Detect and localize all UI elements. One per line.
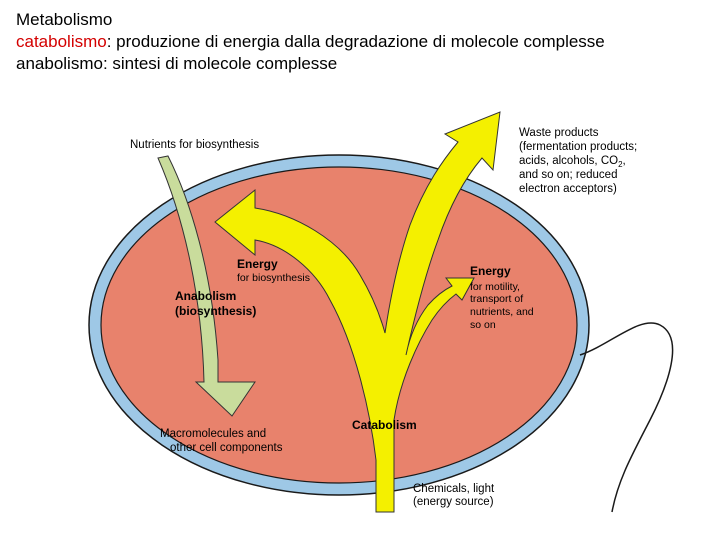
anabolism-biosynthesis-label: (biosynthesis) <box>175 304 256 318</box>
catabolism-arrow <box>214 111 501 513</box>
waste-products-comma: , <box>623 155 626 167</box>
energy-motility-line-3: nutrients, and <box>470 306 534 318</box>
catabolism-term: catabolismo <box>16 32 107 51</box>
waste-products-line-1: Waste products <box>519 127 599 139</box>
flagellum <box>579 322 674 513</box>
macromolecules-line-1: Macromolecules and <box>160 428 266 440</box>
waste-products-line-4: and so on; reduced <box>519 169 617 181</box>
energy-motility-line-4: so on <box>470 319 496 331</box>
waste-products-line-2: (fermentation products; <box>519 141 637 153</box>
energy-biosynthesis-title: Energy <box>237 257 278 271</box>
nutrients-label: Nutrients for biosynthesis <box>130 139 259 151</box>
waste-products-line-3: acids, alcohols, CO2, <box>519 155 626 169</box>
anabolism-arrow <box>157 155 256 417</box>
catabolism-definition-text: : produzione di energia dalla degradazio… <box>106 32 605 51</box>
catabolism-label: Catabolism <box>352 418 417 432</box>
energy-source-line-2: (energy source) <box>413 496 494 508</box>
anabolism-label: Anabolism <box>175 289 236 303</box>
slide-title: Metabolismo <box>16 10 113 29</box>
waste-products-co2-subscript: 2 <box>618 160 623 169</box>
waste-products-co: acids, alcohols, CO <box>519 155 618 167</box>
slide-header: Metabolismo catabolismo: produzione di e… <box>16 9 605 75</box>
macromolecules-line-2: other cell components <box>170 442 283 454</box>
catabolism-definition: catabolismo: produzione di energia dalla… <box>16 31 605 53</box>
waste-products-line-5: electron acceptors) <box>519 183 617 195</box>
energy-source-line-1: Chemicals, light <box>413 483 495 495</box>
energy-biosynthesis-subtitle: for biosynthesis <box>237 272 310 284</box>
anabolism-definition: anabolismo: sintesi di molecole compless… <box>16 54 338 73</box>
energy-motility-line-1: for motility, <box>470 281 520 293</box>
energy-motility-title: Energy <box>470 264 511 278</box>
energy-motility-line-2: transport of <box>470 293 523 305</box>
